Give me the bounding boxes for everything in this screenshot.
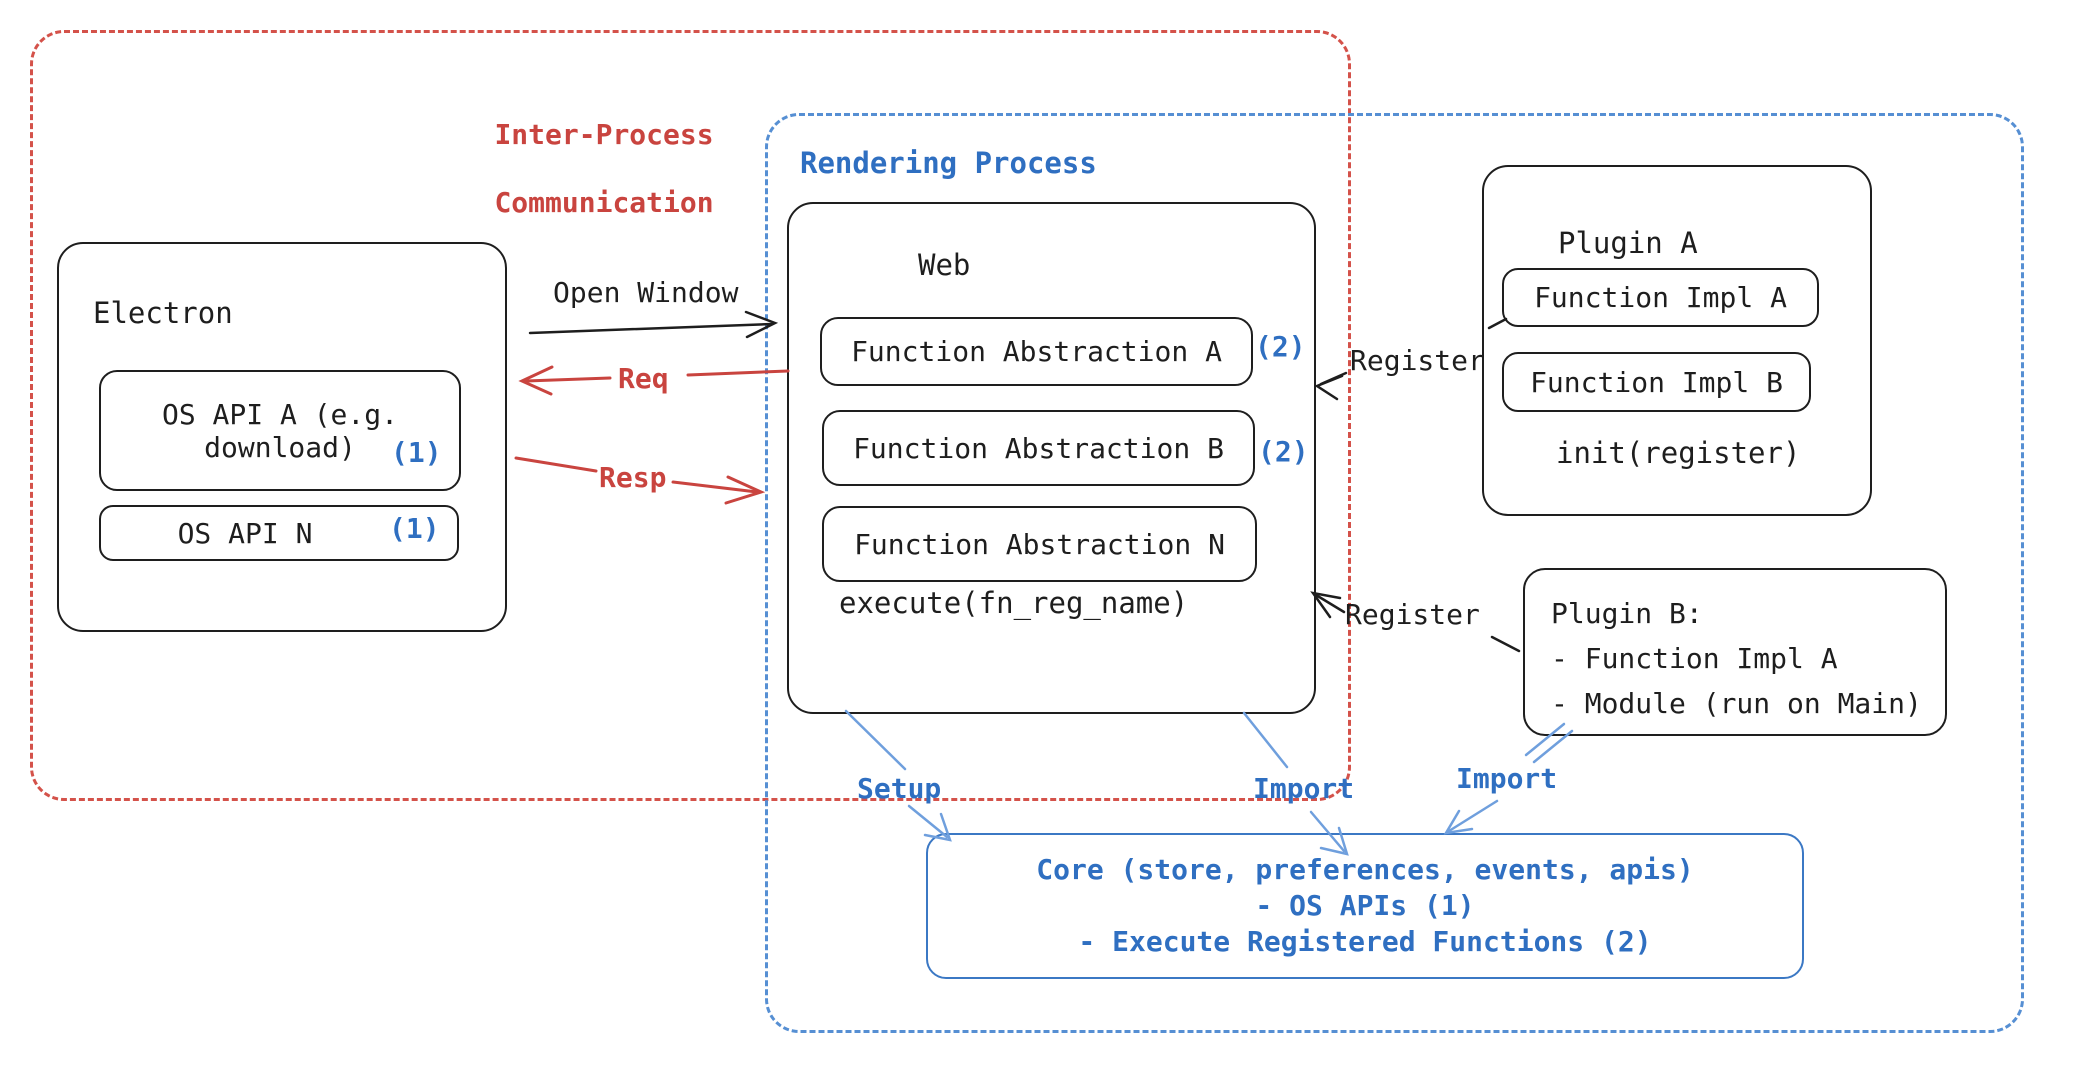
execute-label: execute(fn_reg_name) <box>839 586 1189 620</box>
req-label: Req <box>618 362 669 395</box>
rendering-process-label: Rendering Process <box>800 146 1097 180</box>
plugin-a-box <box>1482 165 1872 516</box>
register-a-label: Register <box>1350 344 1485 377</box>
core-line2: - OS APIs (1) <box>1255 889 1475 922</box>
function-impl-b-box: Function Impl B <box>1502 352 1811 412</box>
os-api-a-badge: (1) <box>391 436 442 469</box>
import-web-label: Import <box>1253 772 1355 805</box>
resp-label: Resp <box>599 461 667 494</box>
function-abstraction-a-label: Function Abstraction A <box>851 335 1222 368</box>
function-impl-b-label: Function Impl B <box>1530 365 1783 399</box>
os-api-a-box: OS API A (e.g. download) <box>99 370 461 491</box>
plugin-b-title: Plugin B: <box>1551 597 1703 630</box>
function-abstraction-a-badge: (2) <box>1255 330 1306 363</box>
core-line1: Core (store, preferences, events, apis) <box>1036 853 1694 886</box>
function-abstraction-n-label: Function Abstraction N <box>854 527 1225 561</box>
os-api-a-line2: download) <box>204 430 356 464</box>
plugin-b-item1: - Function Impl A <box>1551 642 1838 675</box>
ipc-region-label: Inter-Process Communication <box>427 84 714 254</box>
core-box: Core (store, preferences, events, apis) … <box>926 833 1804 979</box>
plugin-b-item2: - Module (run on Main) <box>1551 687 1922 720</box>
web-title: Web <box>918 248 971 282</box>
setup-label: Setup <box>857 772 942 805</box>
ipc-region-frame <box>30 30 1351 801</box>
function-abstraction-n-box: Function Abstraction N <box>822 506 1257 582</box>
function-abstraction-b-label: Function Abstraction B <box>853 431 1224 465</box>
rendering-process-region-frame <box>765 113 2024 1033</box>
os-api-a-line1: OS API A (e.g. <box>161 397 398 431</box>
os-api-n-badge: (1) <box>389 512 440 545</box>
register-b-label: Register <box>1345 598 1480 631</box>
function-abstraction-a-box: Function Abstraction A <box>820 317 1253 386</box>
core-line3: - Execute Registered Functions (2) <box>1078 925 1652 958</box>
ipc-label-line2: Communication <box>494 186 714 219</box>
init-register-label: init(register) <box>1556 436 1801 470</box>
function-impl-a-label: Function Impl A <box>1534 281 1787 314</box>
plugin-b-box <box>1523 568 1947 736</box>
ipc-label-line1: Inter-Process <box>494 118 714 151</box>
plugin-a-title: Plugin A <box>1558 226 1698 260</box>
open-window-label: Open Window <box>553 276 739 309</box>
import-plugin-label: Import <box>1456 762 1558 795</box>
function-abstraction-b-badge: (2) <box>1258 435 1309 468</box>
electron-title: Electron <box>93 296 233 330</box>
function-abstraction-b-box: Function Abstraction B <box>822 410 1255 486</box>
function-impl-a-box: Function Impl A <box>1502 268 1819 327</box>
os-api-n-label: OS API N <box>177 516 313 550</box>
os-api-n-box: OS API N <box>99 505 459 561</box>
